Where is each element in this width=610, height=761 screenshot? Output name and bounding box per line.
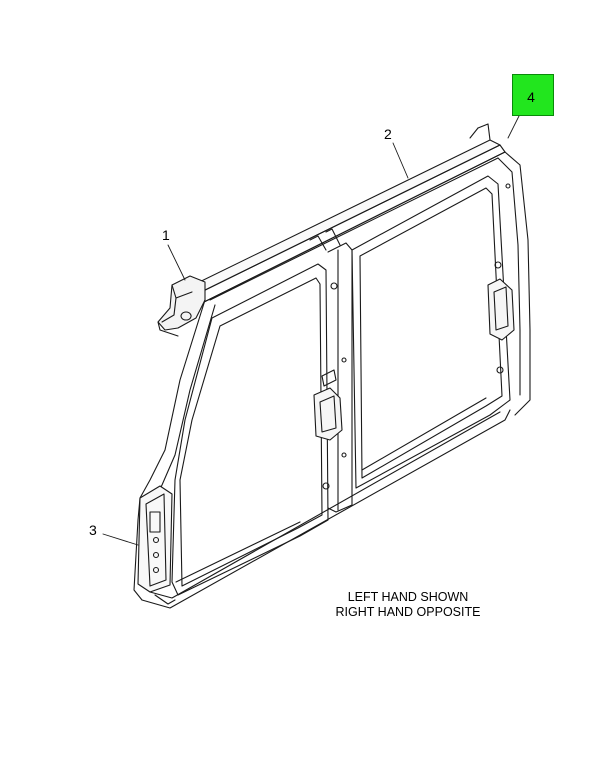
rear-door-opening xyxy=(351,175,511,489)
callout-4-highlight: 4 xyxy=(512,74,554,116)
outer-frame xyxy=(133,151,531,609)
leader-3 xyxy=(102,533,139,546)
callout-2: 2 xyxy=(384,126,392,142)
orientation-note: LEFT HAND SHOWN RIGHT HAND OPPOSITE xyxy=(318,590,498,620)
callout-1: 1 xyxy=(162,227,170,243)
leader-2 xyxy=(392,142,409,179)
note-line-1: LEFT HAND SHOWN xyxy=(347,590,469,604)
leader-1 xyxy=(167,244,186,281)
callout-3: 3 xyxy=(89,522,97,538)
callout-4: 4 xyxy=(527,89,535,105)
lower-pillar-reinforcement xyxy=(137,485,176,605)
front-door-opening xyxy=(171,263,329,596)
center-pillar xyxy=(313,242,353,513)
note-line-2: RIGHT HAND OPPOSITE xyxy=(335,605,481,619)
rear-pillar-detail xyxy=(487,183,515,374)
front-bracket xyxy=(157,275,206,337)
roof-rail xyxy=(182,123,506,306)
